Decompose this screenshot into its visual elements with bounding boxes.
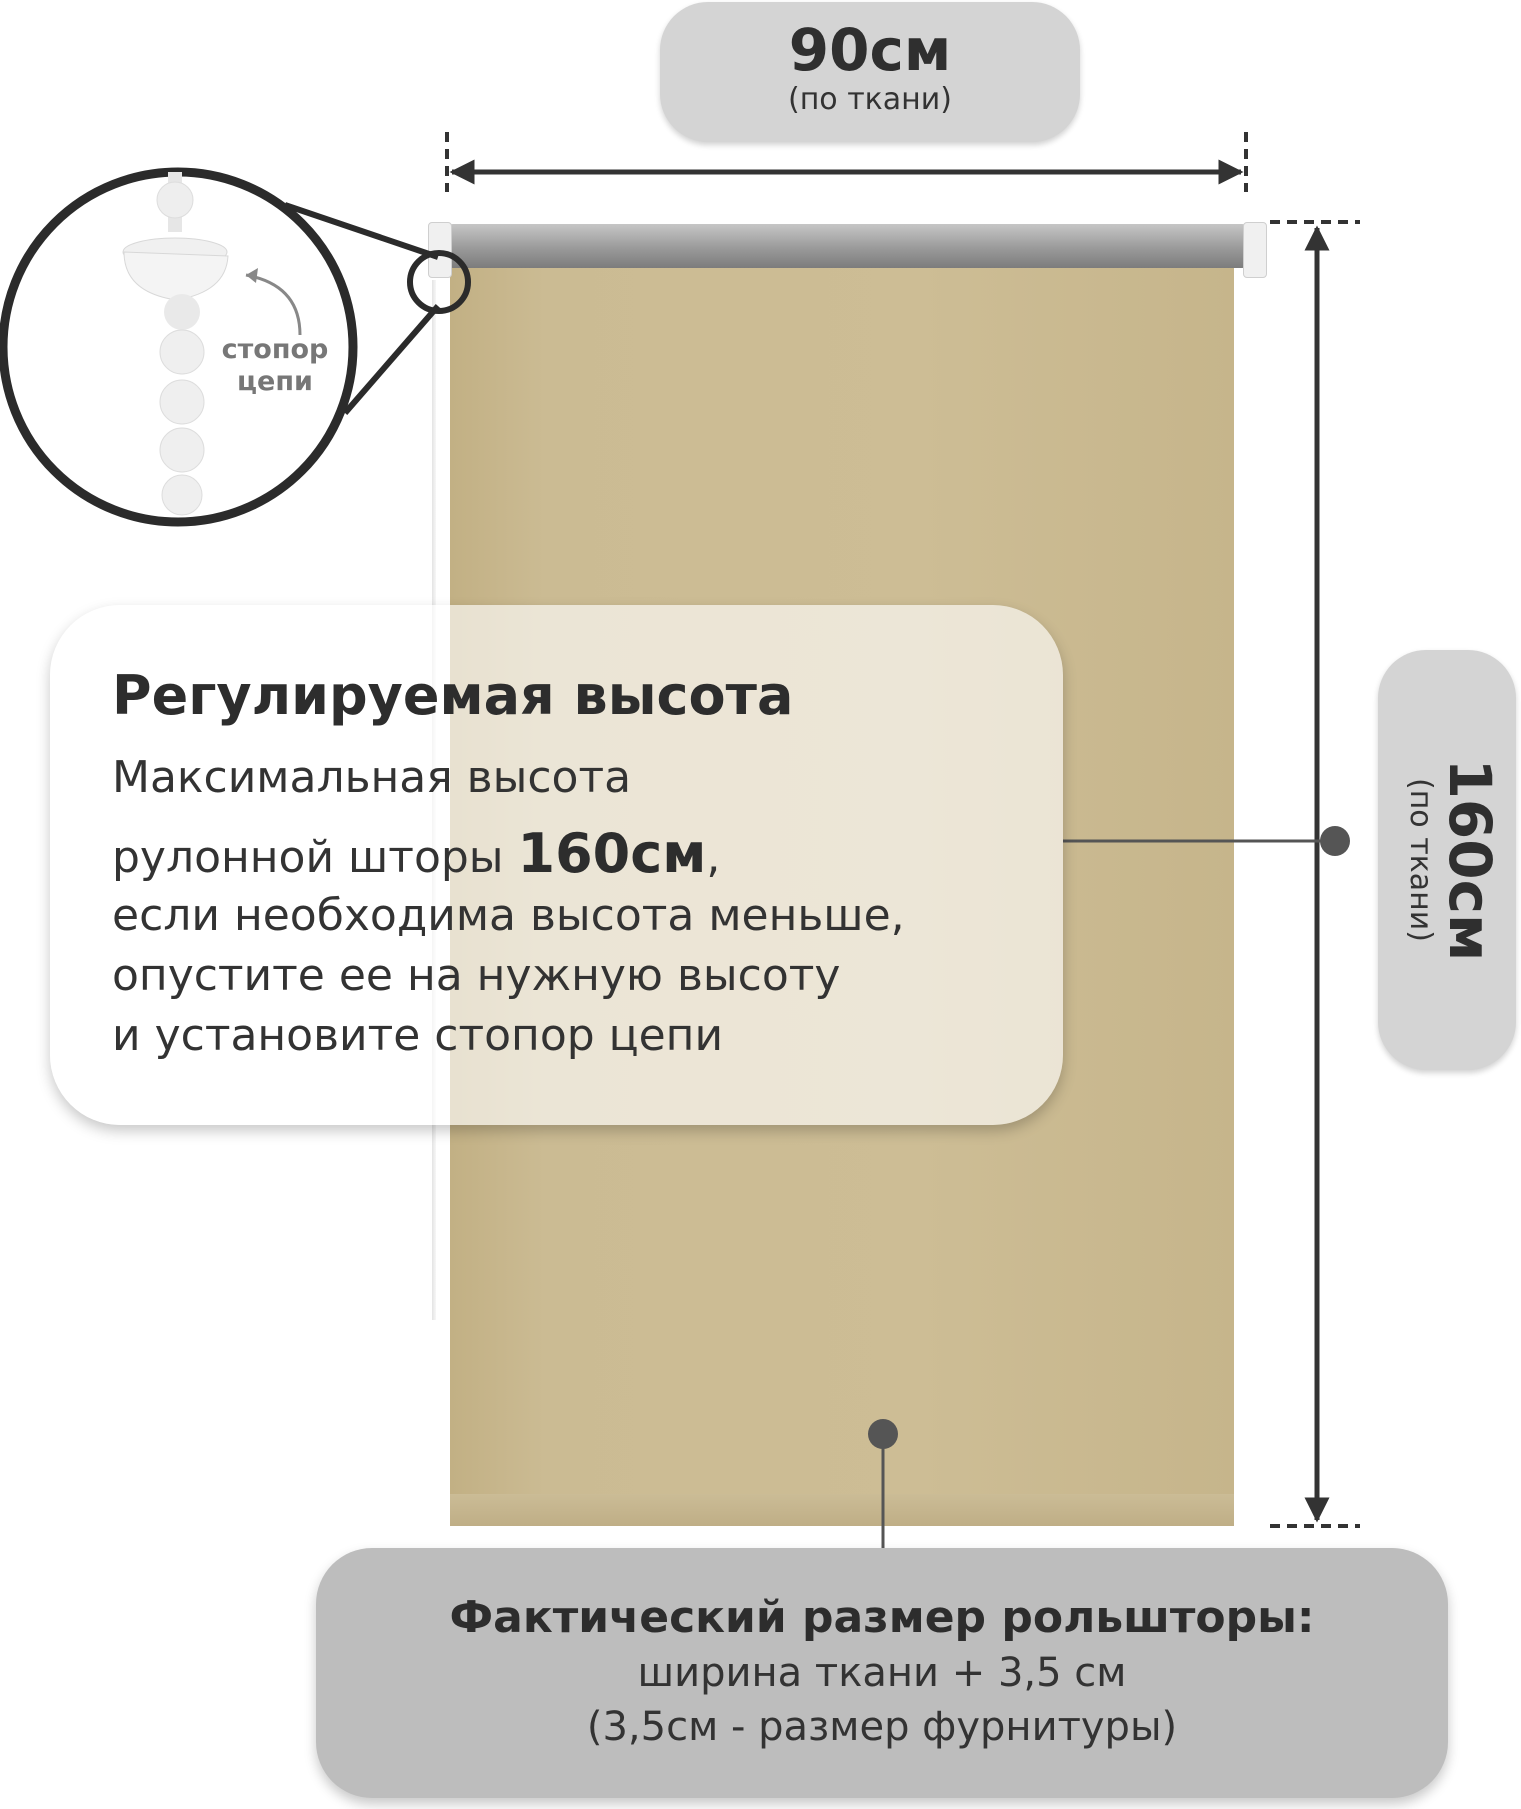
- width-label-pill: 90см (по ткани): [660, 2, 1080, 142]
- height-value: 160см: [1436, 758, 1504, 962]
- info-line-2-suffix: ,: [706, 832, 721, 883]
- stopper-label-line1: стопор: [221, 334, 329, 365]
- info-line-3: если необходима высота меньше,: [112, 890, 905, 941]
- info-line-2: рулонной шторы 160см,: [112, 822, 720, 885]
- actual-size-note: Фактический размер рольшторы: ширина тка…: [316, 1548, 1448, 1798]
- note-title: Фактический размер рольшторы:: [449, 1592, 1315, 1643]
- left-bracket: [428, 222, 452, 278]
- right-bracket: [1243, 222, 1267, 278]
- width-value: 90см: [788, 16, 952, 84]
- note-line-2: (3,5см - размер фурнитуры): [586, 1704, 1178, 1750]
- info-max-height: 160см: [517, 822, 707, 885]
- info-line-2-prefix: рулонной шторы: [112, 832, 518, 883]
- blind-roller-tube: [445, 224, 1250, 268]
- info-line-5: и установите стопор цепи: [112, 1010, 724, 1061]
- height-note: (по ткани): [1403, 777, 1438, 942]
- height-label-pill: 160см (по ткани): [1378, 650, 1516, 1070]
- width-note: (по ткани): [787, 82, 952, 117]
- stopper-label: стопор цепи: [215, 334, 335, 398]
- note-line-1: ширина ткани + 3,5 см: [637, 1650, 1127, 1696]
- chain-stopper-illustration: [122, 172, 229, 516]
- zoom-connector-bottom: [342, 304, 441, 415]
- zoom-focus-ring: [407, 250, 471, 314]
- info-line-1: Максимальная высота: [112, 752, 632, 803]
- info-callout: [50, 605, 1063, 1125]
- info-pointer-dot: [1320, 826, 1350, 856]
- blind-bottom-bar: [450, 1494, 1234, 1526]
- zoom-connector-top: [284, 202, 439, 260]
- info-title: Регулируемая высота: [112, 664, 794, 727]
- stopper-label-line2: цепи: [237, 366, 313, 397]
- info-line-4: опустите ее на нужную высоту: [112, 950, 841, 1001]
- stopper-pointer-head: [246, 268, 258, 283]
